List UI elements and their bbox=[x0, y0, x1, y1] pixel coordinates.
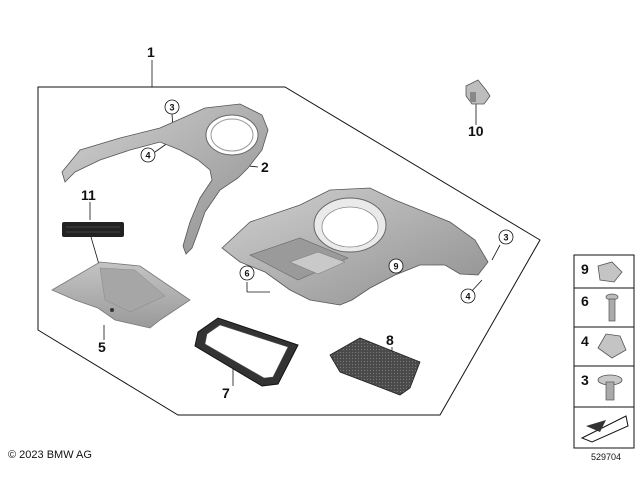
arrow-shim-icon bbox=[580, 415, 629, 443]
circled-4-right: 4 bbox=[460, 288, 476, 304]
svg-text:9: 9 bbox=[394, 262, 399, 272]
callout-5: 5 bbox=[98, 339, 106, 355]
svg-text:3: 3 bbox=[504, 233, 509, 243]
screw-icon bbox=[605, 293, 619, 322]
spring-nut-icon bbox=[597, 333, 627, 359]
bracket-part-2 bbox=[61, 103, 269, 255]
callout-1: 1 bbox=[147, 44, 155, 60]
frame-part-7 bbox=[194, 317, 299, 387]
callout-7: 7 bbox=[222, 385, 230, 401]
side-number-3: 3 bbox=[581, 372, 589, 388]
circled-6: 6 bbox=[239, 265, 255, 281]
callout-8: 8 bbox=[386, 332, 394, 348]
drawing-id: 529704 bbox=[591, 452, 622, 462]
assembly-outline bbox=[37, 86, 541, 416]
svg-text:4: 4 bbox=[146, 151, 151, 161]
svg-text:4: 4 bbox=[466, 292, 471, 302]
main-housing bbox=[221, 187, 489, 306]
copyright-notice: © 2023 BMW AG bbox=[8, 449, 92, 461]
mat-part-8 bbox=[329, 337, 421, 396]
callout-10: 10 bbox=[468, 123, 484, 139]
side-number-6: 6 bbox=[581, 293, 589, 309]
circled-3-right: 3 bbox=[498, 229, 514, 245]
nut-clip-icon bbox=[597, 261, 623, 283]
side-parts-panel: 9 6 4 3 bbox=[573, 254, 635, 449]
collar-screw-icon bbox=[597, 374, 623, 401]
side-number-9: 9 bbox=[581, 261, 589, 277]
circled-3-top: 3 bbox=[164, 99, 180, 115]
svg-text:6: 6 bbox=[245, 269, 250, 279]
grille-part-11 bbox=[62, 222, 124, 237]
circled-4-top: 4 bbox=[140, 147, 156, 163]
clip-part-10 bbox=[465, 79, 491, 105]
circled-9: 9 bbox=[388, 258, 404, 274]
svg-text:3: 3 bbox=[170, 103, 175, 113]
callout-11: 11 bbox=[81, 187, 96, 203]
side-number-4: 4 bbox=[581, 333, 589, 349]
tray-part-5 bbox=[51, 261, 191, 329]
callout-2: 2 bbox=[261, 159, 269, 175]
